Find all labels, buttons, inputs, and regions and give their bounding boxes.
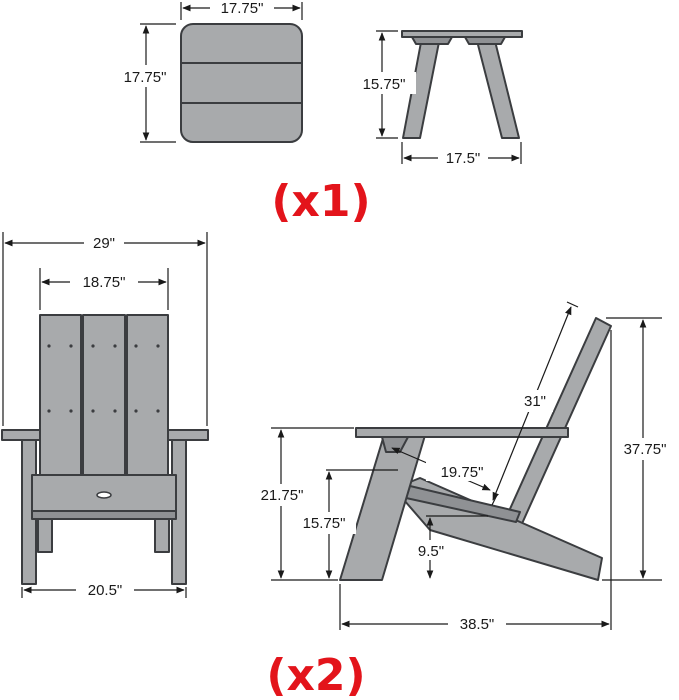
chair-overall-height-dimension: 37.75" xyxy=(602,317,678,581)
table-top-depth-dimension: 17.75" xyxy=(110,23,180,143)
chair-overall-width-label: 29" xyxy=(93,235,115,252)
table-base-width-dimension: 17.5" xyxy=(401,142,522,167)
chair-arm-depth-label: 19.75" xyxy=(441,464,484,481)
chair-back-length-label: 31" xyxy=(524,393,546,410)
chair-seat-rear-height-dimension: 9.5" xyxy=(414,515,488,579)
table-top-depth-label: 17.75" xyxy=(124,69,167,86)
table-top-view xyxy=(180,23,303,143)
chair-quantity-label: (x2) xyxy=(266,650,365,700)
chair-front-view xyxy=(1,314,209,585)
table-top-width-label: 17.75" xyxy=(221,0,264,17)
chair-seat-front-height-dimension: 15.75" xyxy=(292,469,398,579)
chair-overall-depth-label: 38.5" xyxy=(460,616,495,633)
table-base-width-label: 17.5" xyxy=(446,150,481,167)
table-side-view xyxy=(401,30,523,139)
chair-overall-depth-dimension: 38.5" xyxy=(339,330,612,633)
table-top-width-dimension: 17.75" xyxy=(180,0,303,20)
chair-seat-width-dimension: 20.5" xyxy=(21,580,187,599)
chair-back-length-dimension: 31" xyxy=(491,301,579,506)
chair-side-view xyxy=(339,317,612,581)
chair-seat-width-label: 20.5" xyxy=(88,582,123,599)
table-height-dimension: 15.75" xyxy=(352,30,416,139)
chair-arm-height-dimension: 21.75" xyxy=(250,427,354,581)
chair-arm-height-label: 21.75" xyxy=(261,487,304,504)
table-quantity-label: (x1) xyxy=(271,176,370,227)
chair-arm-depth-dimension: 19.75" xyxy=(391,447,498,491)
table-height-label: 15.75" xyxy=(363,76,406,93)
chair-overall-height-label: 37.75" xyxy=(624,441,667,458)
chair-back-width-label: 18.75" xyxy=(83,274,126,291)
chair-seat-front-height-label: 15.75" xyxy=(303,515,346,532)
chair-back-width-dimension: 18.75" xyxy=(39,268,169,310)
chair-overall-width-dimension: 29" xyxy=(2,232,208,426)
chair-seat-rear-height-label: 9.5" xyxy=(418,543,444,560)
